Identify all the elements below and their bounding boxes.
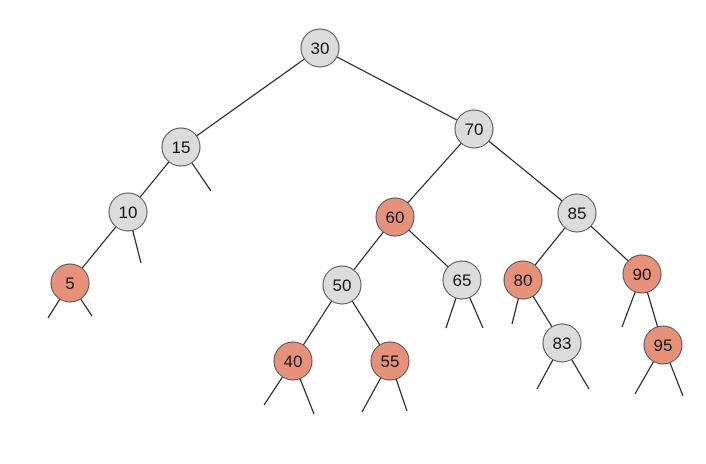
- null-leaf-stub-40-6: [263, 376, 284, 406]
- node-circle-black: [322, 265, 362, 305]
- null-leaf-stub-80-10: [511, 298, 519, 325]
- null-leaf-stub-65-4: [445, 297, 457, 329]
- node-circle-red: [50, 263, 90, 303]
- node-circle-black: [300, 28, 340, 68]
- null-leaf-stub-65-5: [469, 297, 484, 329]
- edge-60-65: [408, 229, 449, 268]
- edge-70-60: [407, 142, 462, 204]
- tree-node-90: 90: [622, 254, 662, 294]
- node-key-label: 30: [311, 39, 330, 58]
- tree-node-40: 40: [273, 341, 313, 381]
- null-leaf-stub-10-1: [132, 230, 142, 264]
- node-circle-black: [542, 323, 582, 363]
- node-key-label: 95: [654, 336, 673, 355]
- node-key-label: 10: [119, 203, 138, 222]
- node-key-label: 50: [333, 276, 352, 295]
- node-key-label: 55: [381, 352, 400, 371]
- node-circle-black: [442, 260, 482, 300]
- null-leaf-stub-90-13: [621, 291, 636, 328]
- null-leaf-stub-5-2: [47, 298, 61, 319]
- edge-30-15: [196, 58, 305, 137]
- tree-node-83: 83: [542, 323, 582, 363]
- tree-node-30: 30: [300, 28, 340, 68]
- tree-node-85: 85: [557, 193, 597, 233]
- tree-node-5: 5: [50, 263, 90, 303]
- tree-node-65: 65: [442, 260, 482, 300]
- node-circle-black: [557, 193, 597, 233]
- edge-85-80: [534, 227, 566, 266]
- tree-node-70: 70: [454, 109, 494, 149]
- node-key-label: 15: [172, 138, 191, 157]
- node-key-label: 65: [453, 271, 472, 290]
- null-leaf-stub-5-3: [80, 298, 93, 317]
- null-leaf-stub-40-7: [299, 378, 315, 415]
- null-leaf-stub-55-9: [395, 378, 408, 412]
- null-leaf-stub-55-8: [361, 377, 382, 413]
- node-circle-red: [375, 197, 415, 237]
- null-leaf-stub-95-15: [669, 362, 684, 397]
- null-leaf-stub-layer: [47, 162, 684, 415]
- node-key-label: 70: [465, 120, 484, 139]
- tree-node-15: 15: [161, 127, 201, 167]
- node-circle-red: [622, 254, 662, 294]
- node-circle-red: [273, 341, 313, 381]
- node-circle-red: [370, 341, 410, 381]
- node-key-label: 85: [568, 204, 587, 223]
- node-key-label: 60: [386, 208, 405, 227]
- edge-85-90: [590, 225, 629, 262]
- node-key-label: 80: [514, 271, 533, 290]
- edge-80-83: [532, 295, 553, 328]
- node-circle-black: [454, 109, 494, 149]
- node-key-label: 83: [553, 334, 572, 353]
- edge-90-95: [646, 292, 659, 327]
- node-circle-red: [503, 260, 543, 300]
- node-key-label: 40: [284, 352, 303, 371]
- edge-60-50: [353, 231, 384, 271]
- null-leaf-stub-83-12: [571, 359, 590, 390]
- null-leaf-stub-15-0: [191, 162, 212, 192]
- tree-node-80: 80: [503, 260, 543, 300]
- edge-70-85: [488, 140, 563, 202]
- node-key-label: 5: [65, 274, 74, 293]
- node-circle-black: [161, 127, 201, 167]
- tree-node-55: 55: [370, 341, 410, 381]
- edge-15-10: [139, 161, 170, 198]
- tree-node-60: 60: [375, 197, 415, 237]
- tree-node-50: 50: [322, 265, 362, 305]
- edge-layer: [81, 56, 659, 346]
- edge-50-55: [351, 300, 381, 346]
- node-key-label: 90: [633, 265, 652, 284]
- node-circle-red: [643, 325, 683, 365]
- edge-30-70: [336, 56, 458, 121]
- node-layer: 30 15 70 10 5 60 85 50 65 80 90 40 55 83 95: [50, 28, 683, 381]
- node-circle-black: [108, 192, 148, 232]
- null-leaf-stub-83-11: [536, 359, 554, 390]
- edge-50-40: [302, 300, 333, 346]
- null-leaf-stub-95-14: [634, 361, 655, 395]
- tree-node-10: 10: [108, 192, 148, 232]
- tree-node-95: 95: [643, 325, 683, 365]
- edge-10-5: [81, 226, 117, 269]
